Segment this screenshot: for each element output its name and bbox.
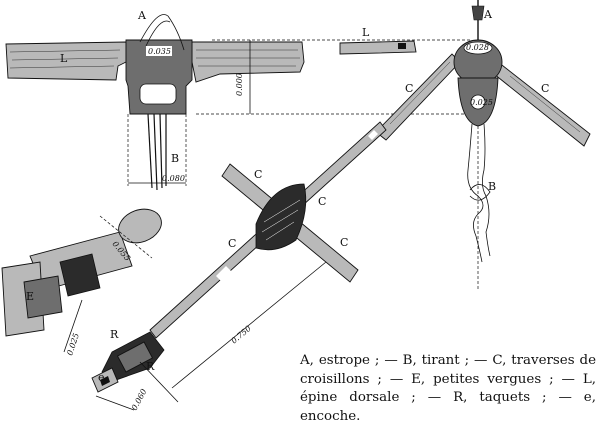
label-C-right-2: C: [541, 82, 549, 95]
dim-d7: 0.750: [230, 324, 253, 346]
spine-front-view: [5, 14, 470, 191]
label-C-center-3: C: [228, 237, 236, 250]
dim-d5: 0.025: [470, 98, 493, 107]
cleat-detail: [91, 331, 179, 411]
dim-d4: 0.028: [466, 43, 489, 52]
label-A-left: A: [137, 9, 147, 22]
dim-d2: 0.000: [235, 73, 244, 96]
dim-d8: 0.060: [130, 387, 149, 411]
label-R-2: R: [146, 360, 155, 373]
label-C-center-4: C: [340, 236, 348, 249]
label-L-fragment: L: [362, 26, 370, 39]
label-B-left: B: [171, 152, 179, 165]
label-C-center-1: C: [254, 168, 262, 181]
bridle-side-view: [375, 0, 591, 290]
dim-d9: 0.025: [65, 332, 81, 357]
diagonal-spine: [149, 121, 387, 389]
small-yards-detail: [1, 208, 162, 353]
label-B-right: B: [488, 180, 496, 193]
label-R-1: R: [110, 328, 119, 341]
figure-caption: A, estrope ; — B, tirant ; — C, traverse…: [300, 353, 596, 424]
label-C-center-2: C: [318, 195, 326, 208]
dim-d1: 0.035: [148, 47, 171, 56]
dim-d3: 0.080: [162, 174, 185, 183]
spine-fragment: [339, 40, 417, 55]
label-A-right: A: [483, 8, 493, 21]
label-L-left: L: [60, 52, 68, 65]
label-e: e: [98, 371, 105, 384]
label-C-right-1: C: [405, 82, 413, 95]
label-E: E: [26, 290, 34, 303]
